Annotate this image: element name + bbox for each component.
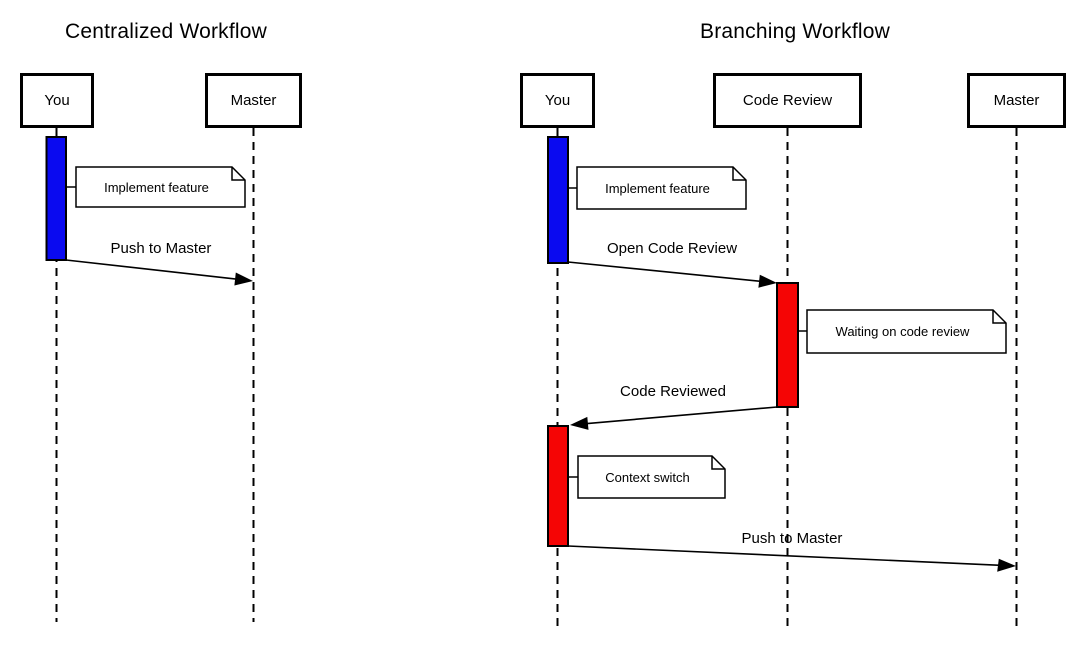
message-arrow-open-code-review <box>567 261 777 288</box>
note-shape-context <box>577 455 726 499</box>
activation-bar-you-right-red <box>547 425 569 547</box>
message-arrow-push-to-master-left <box>65 259 253 286</box>
arrowhead-icon <box>997 558 1016 572</box>
note-text-implement-right: Implement feature <box>605 180 710 196</box>
actor-label: Master <box>993 92 1040 109</box>
message-label-push-to-master-right: Push to Master <box>741 530 843 547</box>
note-shape-implement-right <box>576 166 747 210</box>
message-label-open-code-review: Open Code Review <box>606 240 738 257</box>
actor-label: Master <box>230 92 277 109</box>
note-text-waiting: Waiting on code review <box>835 324 970 339</box>
actor-box-code-review: Code Review <box>713 73 862 128</box>
arrowhead-icon <box>570 416 589 430</box>
note-shape-implement-left <box>75 166 246 208</box>
arrowhead-icon <box>234 272 253 286</box>
diagram-title-centralized: Centralized Workflow <box>64 20 267 43</box>
note-text-context: Context switch <box>605 469 690 485</box>
activation-bar-you-left-blue <box>45 136 67 261</box>
actor-box-master-right: Master <box>967 73 1066 128</box>
actor-label: You <box>544 92 571 109</box>
actor-label: Code Review <box>742 92 833 109</box>
arrowhead-icon <box>758 274 777 288</box>
message-arrow-push-to-master-right <box>567 545 1016 572</box>
actor-box-master-left: Master <box>205 73 302 128</box>
message-label-push-to-master-left: Push to Master <box>110 240 212 257</box>
diagram-title-branching: Branching Workflow <box>700 20 890 43</box>
message-label-code-reviewed: Code Reviewed <box>620 383 726 400</box>
actor-box-you-right: You <box>520 73 595 128</box>
note-shape-waiting <box>806 309 1007 354</box>
activation-bar-you-right-blue <box>547 136 569 264</box>
actor-label: You <box>44 92 70 109</box>
activation-bar-code-review-red <box>776 282 799 408</box>
message-arrow-code-reviewed <box>570 406 778 430</box>
actor-box-you-left: You <box>20 73 94 128</box>
note-text-implement-left: Implement feature <box>104 179 209 195</box>
